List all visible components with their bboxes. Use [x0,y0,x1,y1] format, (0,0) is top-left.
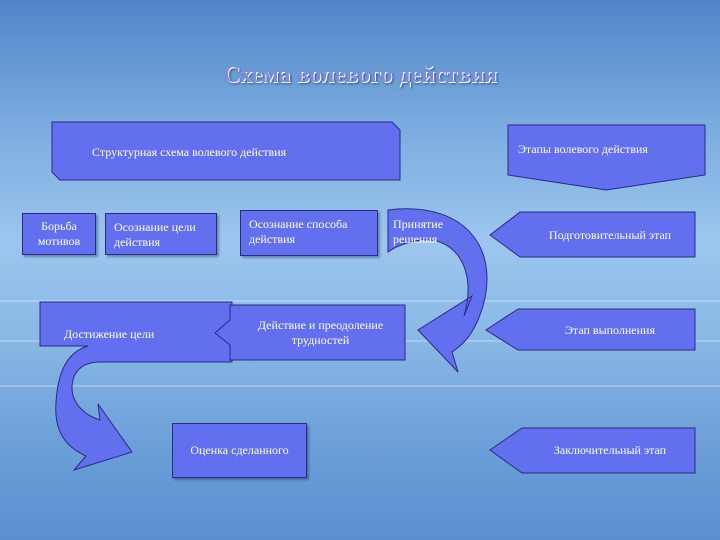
stages-header-label: Этапы волевого действия [518,142,648,156]
final-stage-label: Заключительный этап [553,443,667,457]
background-streak [0,300,720,302]
decision-label: Принятие решения [393,217,444,246]
stages-header-pentagon [507,124,706,191]
method-awareness-label: Осознание способа действия [249,217,348,246]
struggle-of-motives-box: Борьба мотивов [22,213,96,255]
evaluation-label: Оценка сделанного [190,443,289,457]
struggle-of-motives-label: Борьба мотивов [37,219,81,248]
execution-stage-label: Этап выполнения [565,323,655,337]
action-label: Действие и преодоление трудностей [257,318,384,347]
evaluation-box: Оценка сделанного [172,423,307,478]
structural-header-label: Структурная схема волевого действия [92,145,287,159]
final-stage-arrow [489,427,696,474]
goal-awareness-label: Осознание цели действия [114,220,196,249]
action-pentagon [214,304,406,361]
preparatory-stage-arrow [489,211,696,258]
preparatory-stage-label: Подготовительный этап [548,228,672,242]
goal-achievement-label: Достижение цели [64,327,155,341]
goal-awareness-box: Осознание цели действия [105,213,217,255]
structural-header-banner [51,121,401,181]
execution-stage-arrow [485,308,696,351]
decision-curved-arrow [387,208,488,373]
slide-title: Схема волевого действия [222,62,498,88]
background-streak [0,385,720,387]
goal-achievement-curved-arrow [39,301,233,471]
method-awareness-box: Осознание способа действия [240,210,378,256]
